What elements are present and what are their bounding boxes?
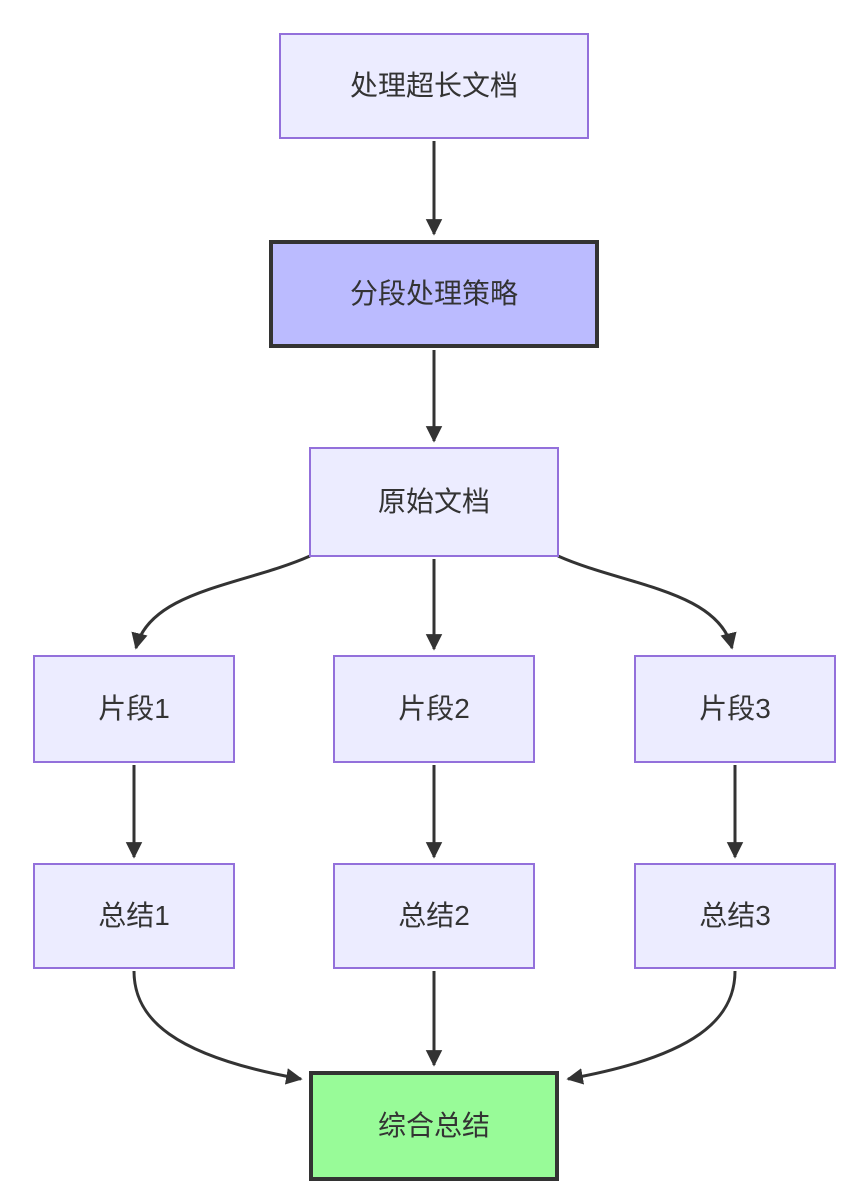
- node-fragment-1: 片段1: [33, 655, 235, 763]
- node-process-long-doc: 处理超长文档: [279, 33, 589, 139]
- node-label: 综合总结: [377, 1109, 490, 1141]
- node-final-summary: 综合总结: [309, 1071, 559, 1181]
- node-fragment-2: 片段2: [333, 655, 535, 763]
- node-label: 处理超长文档: [349, 69, 518, 101]
- node-label: 分段处理策略: [349, 277, 518, 309]
- node-segmentation-strategy: 分段处理策略: [269, 240, 599, 348]
- edge-summary-1-to-final-summary: [132, 970, 303, 1085]
- node-label: 片段1: [98, 692, 170, 724]
- node-fragment-3: 片段3: [634, 655, 836, 763]
- node-label: 总结3: [699, 899, 771, 931]
- edge-summary-3-to-final-summary: [566, 970, 737, 1085]
- node-summary-2: 总结2: [333, 863, 535, 969]
- node-label: 片段3: [699, 692, 771, 724]
- edge-original-doc-to-fragment-1: [131, 554, 311, 650]
- node-summary-1: 总结1: [33, 863, 235, 969]
- node-label: 总结1: [98, 899, 170, 931]
- node-label: 总结2: [398, 899, 470, 931]
- edge-original-doc-to-fragment-3: [557, 554, 737, 650]
- node-original-doc: 原始文档: [309, 447, 559, 557]
- node-label: 片段2: [398, 692, 470, 724]
- node-label: 原始文档: [377, 485, 490, 517]
- node-summary-3: 总结3: [634, 863, 836, 969]
